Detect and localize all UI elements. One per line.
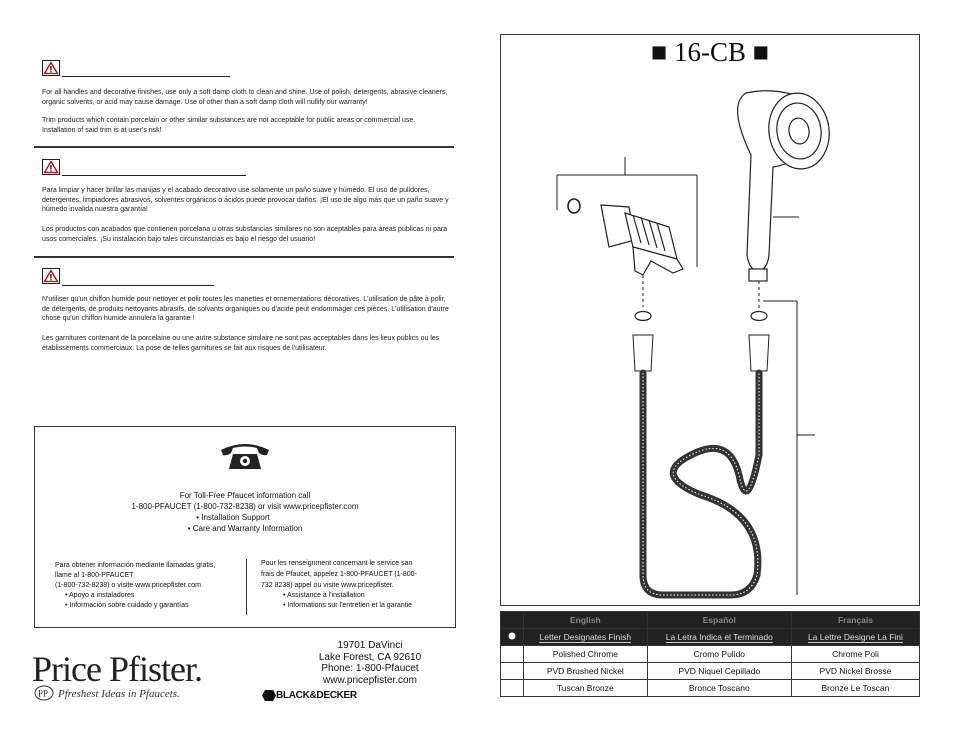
model-title: ■ 16-CB ■ [650,37,770,67]
contact-spanish-line3: (1-800-732-8238) o visite www.pricepfist… [55,582,201,589]
subheader-espanol: La Letra Indica el Terminado [665,632,773,643]
contact-english-line2: 1-800-PFAUCET (1-800-732-8238) or visit … [131,502,359,511]
contact-french-bullet1: • Assistance à l'installation [283,592,365,599]
contact-column-divider [246,559,247,615]
warning-french-p1: N'utiliser qu'un chiffon humide pour net… [42,296,449,322]
washer-icon [750,310,768,322]
contact-box: For Toll-Free Pfaucet information call 1… [34,426,456,628]
o-ring-icon [567,198,581,214]
table-cell: Chrome Poli [790,645,921,663]
section-divider [34,256,454,258]
address-web: www.pricepfister.com [323,674,417,686]
telephone-icon [221,444,269,469]
warning-french-p2: Les garnitures contenant de la porcelain… [42,335,440,352]
header-english: English [523,611,648,629]
address-street: 19701 DaVinci [337,640,403,651]
address-phone: Phone: 1-800-Pfaucet [321,663,419,674]
contact-spanish-line2: llame al 1-800-PFAUCET [55,572,134,579]
table-row: PVD Brushed Nickel PVD Niquel Cepillado … [500,662,921,680]
table-cell: Bronze Le Toscan [790,679,921,697]
hose-nut-right [748,334,770,372]
table-cell: Bronce Toscano [646,679,792,697]
header-francais: Français [790,611,921,629]
table-cell: PVD Niquel Cepillado [646,662,792,680]
table-cell: Polished Chrome [523,645,648,663]
table-row: Tuscan Bronze Bronce Toscano Bronze Le T… [500,679,921,697]
table-cell: Cromo Pulido [646,645,792,663]
parts-diagram-panel: ■ 16-CB ■ [500,34,920,606]
contact-spanish-bullet1: • Apoyo a instaladores [65,592,135,599]
warning-icon [42,60,60,76]
contact-french-bullet2: • Informations sur l'entretien et la gar… [283,602,413,609]
table-cell: Tuscan Bronze [523,679,648,697]
warning-spanish-p1: Para limpiar y hacer brillar las manijas… [42,187,449,213]
black-and-decker-logo: BLACK&DECKER [276,690,357,701]
table-cell: PVD Brushed Nickel [523,662,648,680]
wall-bracket [600,204,684,276]
table-row: Polished Chrome Cromo Pulido Chrome Poli [500,645,921,663]
warning-spanish-p2: Los productos con acabados que contienen… [42,226,448,243]
warning-english-p2: Trim products which contain porcelain or… [42,117,416,134]
warning-heading-line-french [62,285,214,286]
handshower-head [737,90,830,282]
contact-french-line1: Pour les renseignment concernant le serv… [261,560,413,567]
company-address: 19701 DaVinci Lake Forest, CA 92610 Phon… [300,640,440,686]
address-city: Lake Forest, CA 92610 [318,651,422,663]
contact-english-bullet1: • Installation Support [196,513,270,522]
finish-table-header-row: English Español Français [500,611,921,629]
table-cell: PVD Nickel Brosse [790,662,921,680]
finish-table: English Español Français Letter Designat… [500,611,921,697]
svg-text:PP: PP [38,689,48,699]
finish-table-subheader-row: Letter Designates Finish La Letra Indica… [500,628,921,646]
contact-french-line2: frais de Pfaucet, appelez 1-800-PFAUCET … [261,571,417,578]
section-divider [34,146,454,148]
warning-heading-line-english [62,76,230,77]
brand-tagline: Pfreshest Ideas in Pfaucets. [58,688,180,700]
contact-english-bullet2: • Care and Warranty Information [187,524,303,533]
subheader-francais: La Lettre Designe La Fini [807,632,903,643]
warning-english-p1: For all handles and decorative finishes,… [42,89,448,106]
price-pfister-logo: Price Pfister. [32,649,203,689]
subheader-english: Letter Designates Finish [539,632,632,643]
handshower-exploded-diagram [556,90,830,599]
hose-nut-left [632,334,654,372]
warning-icon [42,268,60,284]
pp-monogram-icon: PP [34,685,54,701]
washer-icon [634,310,652,322]
contact-french-line3: 732 8238) appel ou visite www.pricepfist… [261,582,394,589]
contact-spanish-line1: Para obtener información mediante llamad… [55,562,216,569]
header-espanol: Español [646,611,792,629]
warning-heading-line-spanish [62,175,246,176]
wall-bracket-callout [556,157,698,267]
bullet-dot-icon [508,632,516,640]
black-decker-hexagon-icon [262,690,276,701]
warning-icon [42,159,60,175]
contact-spanish-bullet2: • Información sobre cuidado y garantías [65,602,189,609]
contact-english-line1: For Toll-Free Pfaucet information call [179,491,311,500]
